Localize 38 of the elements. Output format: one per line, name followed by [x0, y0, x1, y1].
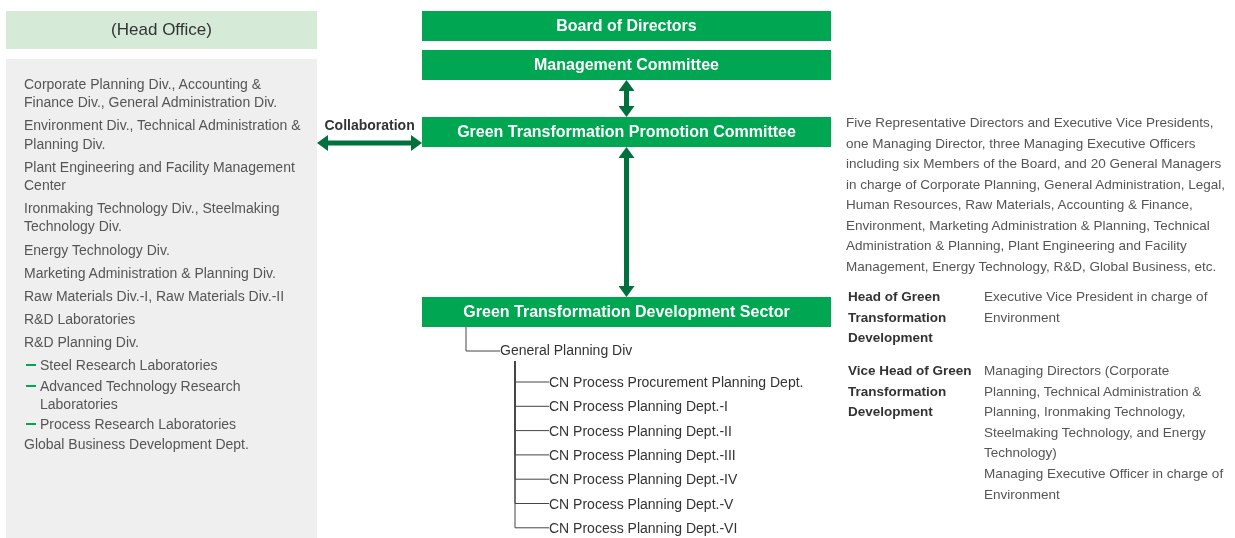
department-name: CN Process Planning Dept.-V — [549, 494, 734, 513]
committee-members-note: Five Representative Directors and Executive Vice Presidents, one Managing Director, three Managing Executive Officers including six Members of the Board, and 20 General Managers in charge of Corporate Planning, General Administration, Legal, Human Resources, Raw Materials, Accounting & Finance, Environment, Marketing Administration & Planning, Technical Administration & Planning, Plant Engineering and Facility Management, Energy Technology, R&D, Global Business, etc. — [846, 114, 1226, 276]
division-name: Raw Materials Div.-I, Raw Materials Div.-II — [24, 287, 285, 304]
section-header: (Head Office) — [6, 11, 317, 49]
division-name: Ironmaking Technology Div., Steelmaking Technology Div. — [24, 200, 280, 235]
division-name: Advanced Technology Research Laboratories — [40, 377, 241, 412]
division-name: Process Research Laboratories — [40, 416, 237, 432]
division-name: Marketing Administration & Planning Div. — [24, 264, 276, 281]
role-description: Managing Executive Officer in charge of Environment — [984, 465, 1225, 504]
division-name: Energy Technology Div. — [24, 241, 170, 258]
org-box: Management Committee — [422, 50, 831, 80]
department-name: CN Process Planning Dept.-II — [549, 421, 732, 440]
division-name: Steel Research Laboratories — [40, 357, 218, 374]
department-name: CN Process Procurement Planning Dept. — [549, 373, 804, 391]
department-name: CN Process Planning Dept.-IV — [549, 470, 738, 489]
org-box: Board of Directors — [422, 11, 831, 41]
connector-line — [465, 326, 501, 352]
division-name: R&D Laboratories — [24, 311, 136, 328]
division-name: Environment Div., Technical Administration & Planning Div. — [24, 117, 301, 152]
division-list-panel — [6, 59, 317, 538]
division-name: Plant Engineering and Facility Management Center — [24, 158, 295, 193]
division-name: Global Business Development Dept. — [24, 436, 249, 453]
org-box: Green Transformation Development Sector — [422, 297, 831, 327]
role-title: Head of Green Transformation Development — [848, 288, 948, 347]
role-title: Vice Head of Green Transformation Development — [848, 362, 973, 421]
org-box: Green Transformation Promotion Committee — [422, 117, 831, 147]
department-name: General Planning Div — [500, 341, 633, 361]
double-arrow — [618, 80, 635, 117]
edge-label: Collaboration — [324, 117, 415, 133]
double-arrow — [618, 147, 635, 297]
department-name: CN Process Planning Dept.-III — [549, 445, 736, 464]
role-description: Managing Directors (Corporate Planning, Technical Administration & Planning, Ironmaking Technology, Steelmaking Technology, and Energy Technology) — [984, 362, 1207, 462]
department-name: CN Process Planning Dept.-I — [549, 397, 728, 416]
role-description: Executive Vice President in charge of Environment — [984, 288, 1209, 327]
division-name: Corporate Planning Div., Accounting & Finance Div., General Administration Div. — [24, 76, 278, 111]
department-name: CN Process Planning Dept.-VI — [549, 518, 738, 537]
double-arrow — [317, 135, 422, 151]
division-name: R&D Planning Div. — [24, 334, 139, 351]
